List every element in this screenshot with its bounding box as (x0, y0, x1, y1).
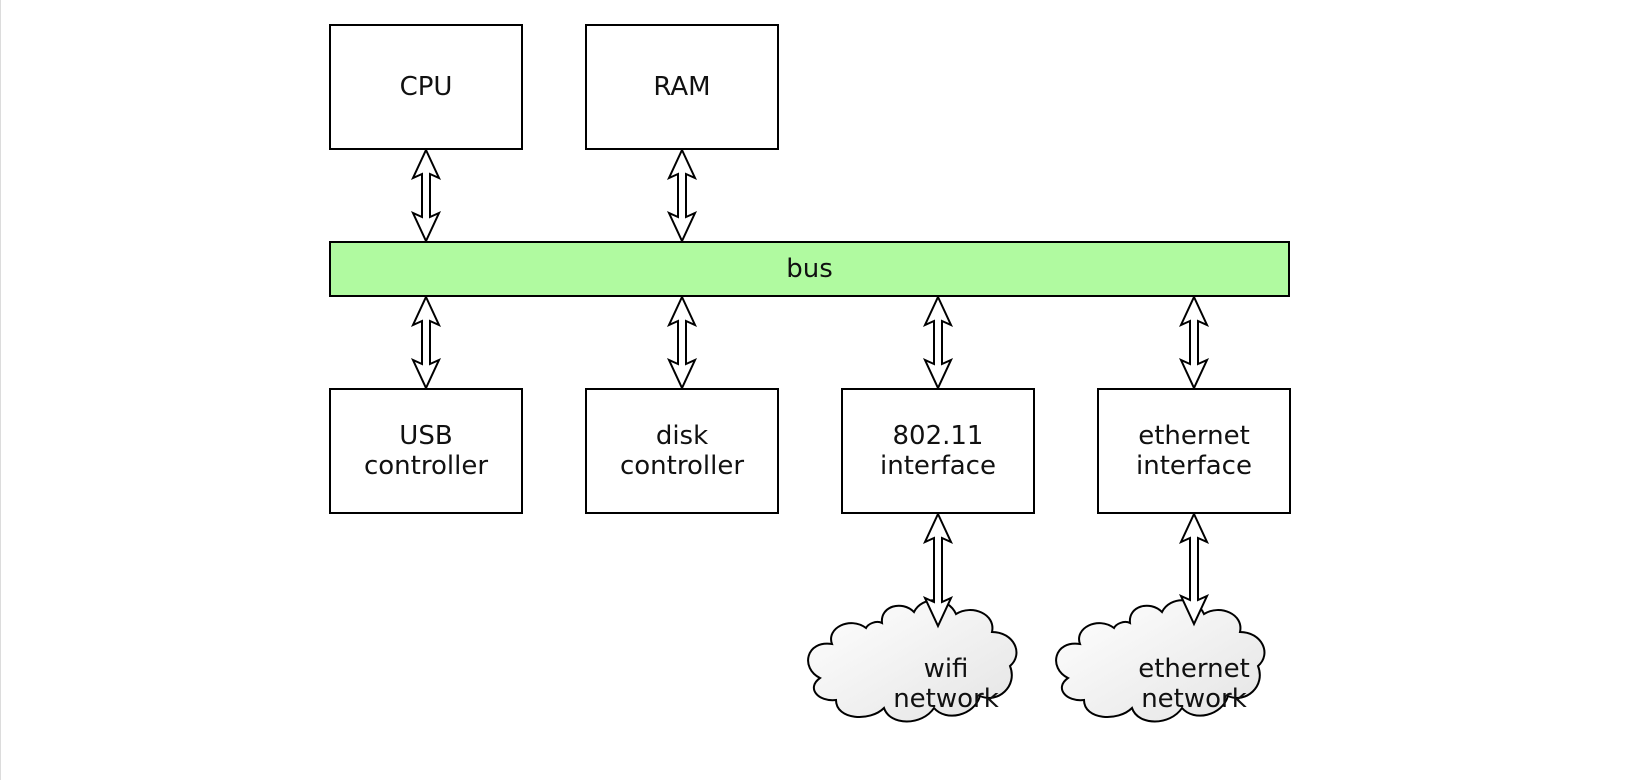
ethernet-interface-label-line1: ethernet (1138, 421, 1250, 451)
usb-controller-box: USB controller (329, 388, 523, 514)
ethernet-network-cloud (1055, 599, 1266, 723)
disk-controller-label-line2: controller (619, 451, 745, 481)
double-arrow-eth-if-to-eth-net (1178, 511, 1210, 627)
disk-controller-box: disk controller (585, 388, 779, 514)
wifi-interface-label-line1: 802.11 (892, 421, 984, 451)
page-edge (0, 0, 1, 780)
double-arrow-bus-to-eth-if (1178, 294, 1210, 391)
bus-label: bus (786, 254, 833, 284)
wifi-interface-label-line2: interface (880, 451, 996, 481)
double-arrow-ram-to-bus (666, 147, 698, 244)
ethernet-network-label-line2: network (1141, 684, 1247, 714)
ethernet-network-label: ethernet network (1094, 654, 1294, 714)
ethernet-interface-label-line2: interface (1136, 451, 1252, 481)
wifi-network-label-line2: network (893, 684, 999, 714)
double-arrow-bus-to-disk (666, 294, 698, 391)
cpu-label: CPU (399, 72, 453, 102)
usb-controller-label-line2: controller (363, 451, 489, 481)
double-arrow-bus-to-wifi-if (922, 294, 954, 391)
cpu-box: CPU (329, 24, 523, 150)
double-arrow-bus-to-usb (410, 294, 442, 391)
wifi-network-label-line1: wifi (923, 654, 969, 684)
double-arrow-cpu-to-bus (410, 147, 442, 244)
bus-box: bus (329, 241, 1290, 297)
usb-controller-label-line1: USB (399, 421, 453, 451)
double-arrow-wifi-if-to-wifi-net (922, 511, 954, 629)
wifi-network-cloud (807, 599, 1018, 723)
ram-label: RAM (653, 72, 711, 102)
wifi-interface-box: 802.11 interface (841, 388, 1035, 514)
disk-controller-label-line1: disk (655, 421, 709, 451)
ethernet-interface-box: ethernet interface (1097, 388, 1291, 514)
wifi-network-label: wifi network (846, 654, 1046, 714)
ethernet-network-label-line1: ethernet (1138, 654, 1250, 684)
ram-box: RAM (585, 24, 779, 150)
